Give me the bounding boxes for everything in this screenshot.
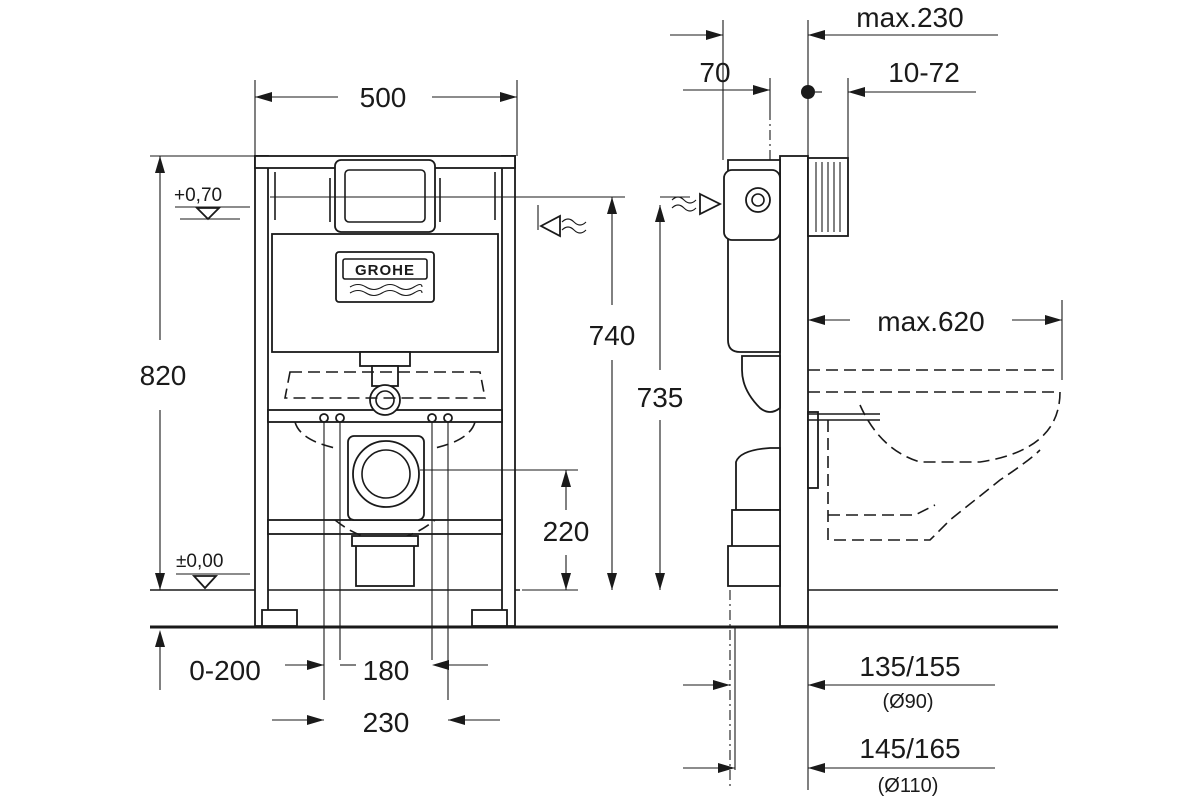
dim-adjust-0-200: 0-200 — [155, 630, 324, 690]
outlet-height-label: 220 — [543, 516, 590, 547]
bolt-outer-label: 230 — [363, 707, 410, 738]
dim-bolt-230: 230 — [272, 707, 500, 738]
max-depth-label: max.230 — [856, 2, 963, 33]
dim-10-72: 10-72 — [801, 57, 976, 158]
dim-pipe-110: 145/165 (Ø110) — [683, 733, 995, 797]
dim-max-620: max.620 — [808, 300, 1063, 380]
brand-logo: GROHE — [355, 262, 415, 279]
dim-width-500: 500 — [254, 80, 518, 156]
wall-thickness-label: 10-72 — [888, 57, 960, 88]
floor-line — [150, 589, 1058, 629]
front-cistern: GROHE — [271, 159, 499, 416]
level-top-mark: +0,70 — [174, 185, 250, 221]
bowl-projection-label: max.620 — [877, 306, 984, 337]
dim-bolt-180: 180 — [340, 655, 488, 686]
pipe-90-offset-label: 135/155 — [859, 651, 960, 682]
front-centerlines — [270, 196, 578, 591]
height-label: 820 — [140, 360, 187, 391]
dim-outlet-220: 220 — [543, 470, 590, 590]
side-inlet-height-label: 735 — [637, 382, 684, 413]
pipe-110-offset-label: 145/165 — [859, 733, 960, 764]
width-label: 500 — [360, 82, 407, 113]
pipe-110-diameter-label: (Ø110) — [878, 775, 939, 797]
dim-max-230: max.230 — [670, 2, 998, 160]
side-centerlines — [660, 110, 771, 790]
side-frame — [723, 155, 880, 627]
dim-pipe-90: 135/155 (Ø90) — [683, 627, 995, 790]
bolt-inner-label: 180 — [363, 655, 410, 686]
front-frame — [254, 155, 516, 627]
inlet-height-label: 740 — [589, 320, 636, 351]
level-floor-label: ±0,00 — [176, 551, 223, 572]
level-floor-mark: ±0,00 — [176, 551, 250, 590]
pipe-90-diameter-label: (Ø90) — [882, 691, 933, 713]
dim-height-820: 820 — [140, 155, 255, 590]
dim-inlet-740: 740 — [520, 196, 636, 590]
dim-inlet-735: 735 — [637, 192, 723, 590]
side-bowl-outline — [808, 369, 1061, 541]
dim-70: 70 — [683, 57, 771, 110]
front-outlet — [319, 413, 453, 700]
level-top-label: +0,70 — [174, 185, 222, 206]
cistern-depth-label: 70 — [699, 57, 730, 88]
adjust-range-label: 0-200 — [189, 655, 261, 686]
